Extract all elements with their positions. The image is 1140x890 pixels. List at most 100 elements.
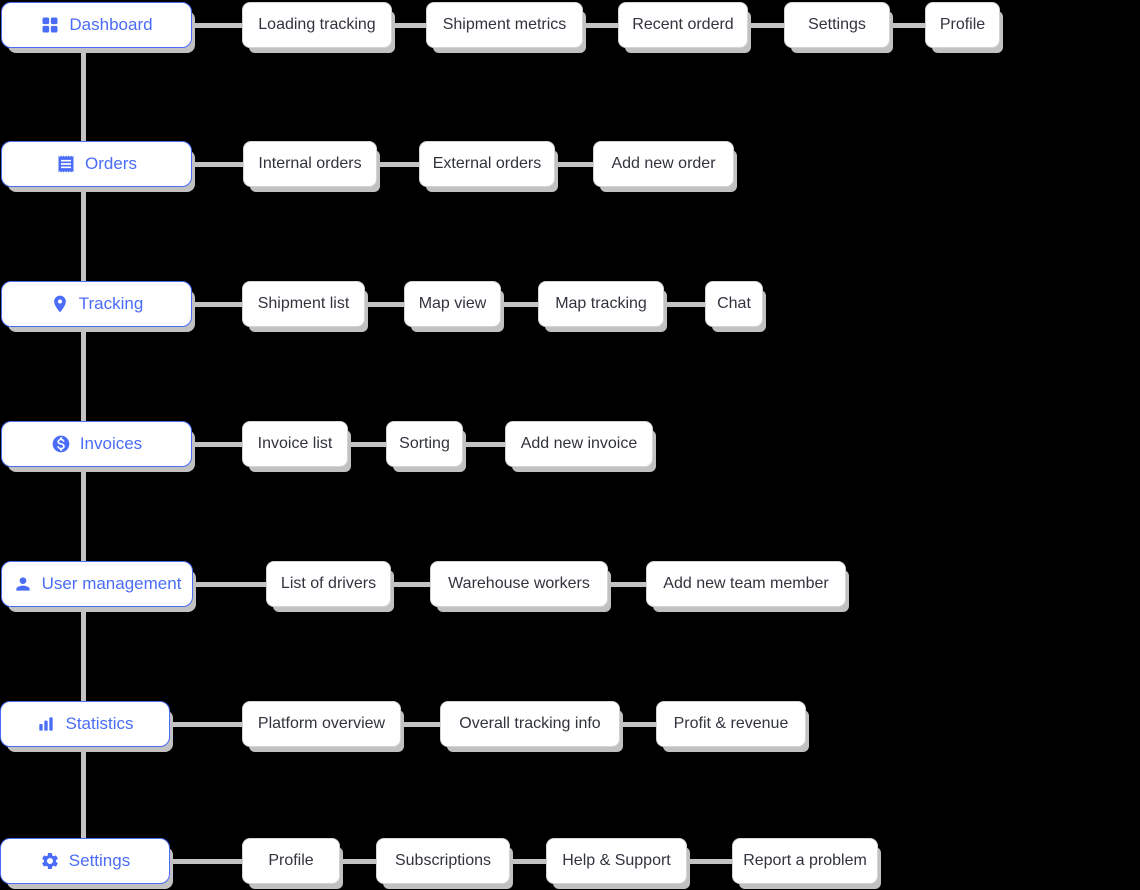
node-add-new-team-member[interactable]: Add new team member xyxy=(646,561,846,607)
node-map-view[interactable]: Map view xyxy=(404,281,501,327)
connector-vertical xyxy=(81,327,86,421)
receipt-icon xyxy=(58,155,74,173)
node-label: Warehouse workers xyxy=(448,575,590,592)
node-sorting[interactable]: Sorting xyxy=(386,421,463,467)
node-warehouse-workers[interactable]: Warehouse workers xyxy=(430,561,608,607)
node-label: Internal orders xyxy=(258,155,362,172)
gear-icon xyxy=(41,853,58,869)
connector-horizontal xyxy=(192,302,242,307)
node-label: Sorting xyxy=(399,435,450,452)
dollar-circle-icon xyxy=(52,435,70,453)
node-add-new-invoice[interactable]: Add new invoice xyxy=(505,421,653,467)
connector-horizontal xyxy=(510,859,546,864)
node-subscriptions[interactable]: Subscriptions xyxy=(376,838,510,884)
node-report-a-problem[interactable]: Report a problem xyxy=(732,838,878,884)
nav-node-dashboard[interactable]: Dashboard xyxy=(1,2,192,48)
node-label: Invoice list xyxy=(257,435,333,452)
node-profile-settings[interactable]: Profile xyxy=(242,838,340,884)
connector-vertical xyxy=(81,467,86,561)
node-label: Platform overview xyxy=(257,715,386,732)
connector-horizontal xyxy=(170,722,242,727)
connector-horizontal xyxy=(365,302,404,307)
node-loading-tracking[interactable]: Loading tracking xyxy=(242,2,392,48)
node-label: Profit & revenue xyxy=(673,715,789,732)
connector-horizontal xyxy=(608,582,646,587)
node-label: Add new invoice xyxy=(520,435,638,452)
connector-horizontal xyxy=(401,722,440,727)
connector-horizontal xyxy=(583,23,618,28)
connector-horizontal xyxy=(192,442,242,447)
node-label: Chat xyxy=(717,295,751,312)
node-label: List of drivers xyxy=(280,575,377,592)
nav-node-invoices[interactable]: Invoices xyxy=(1,421,192,467)
node-label: Subscriptions xyxy=(394,852,492,869)
connector-horizontal xyxy=(348,442,386,447)
node-shipment-metrics[interactable]: Shipment metrics xyxy=(426,2,583,48)
node-label: Loading tracking xyxy=(258,16,376,33)
nav-node-label: User management xyxy=(41,574,182,593)
nav-node-label: Dashboard xyxy=(69,15,153,34)
nav-node-settings[interactable]: Settings xyxy=(0,838,170,884)
node-label: Help & Support xyxy=(562,852,671,869)
node-invoice-list[interactable]: Invoice list xyxy=(242,421,348,467)
nav-node-tracking[interactable]: Tracking xyxy=(1,281,192,327)
connector-horizontal xyxy=(463,442,505,447)
connector-horizontal xyxy=(664,302,705,307)
connector-horizontal xyxy=(192,23,242,28)
node-list-of-drivers[interactable]: List of drivers xyxy=(266,561,391,607)
node-add-new-order[interactable]: Add new order xyxy=(593,141,734,187)
node-label: Map tracking xyxy=(555,295,647,312)
connector-horizontal xyxy=(392,23,426,28)
nav-node-user-management[interactable]: User management xyxy=(1,561,193,607)
node-label: Profile xyxy=(939,16,986,33)
nav-node-statistics[interactable]: Statistics xyxy=(0,701,170,747)
connector-horizontal xyxy=(748,23,784,28)
node-label: Report a problem xyxy=(743,852,867,869)
connector-horizontal xyxy=(193,582,266,587)
node-profit-revenue[interactable]: Profit & revenue xyxy=(656,701,806,747)
node-overall-tracking-info[interactable]: Overall tracking info xyxy=(440,701,620,747)
node-label: Shipment list xyxy=(257,295,350,312)
connector-horizontal xyxy=(377,162,419,167)
dashboard-grid-icon xyxy=(42,17,58,33)
connector-horizontal xyxy=(555,162,593,167)
node-label: Profile xyxy=(268,852,314,869)
node-recent-orderd[interactable]: Recent orderd xyxy=(618,2,748,48)
person-icon xyxy=(15,577,30,591)
nav-node-label: Invoices xyxy=(79,434,143,453)
node-label: Shipment metrics xyxy=(442,16,567,33)
node-settings-child[interactable]: Settings xyxy=(784,2,890,48)
connector-vertical xyxy=(81,747,86,838)
connector-horizontal xyxy=(687,859,732,864)
node-profile-child[interactable]: Profile xyxy=(925,2,1000,48)
connector-horizontal xyxy=(620,722,656,727)
nav-node-label: Settings xyxy=(68,851,131,870)
node-map-tracking[interactable]: Map tracking xyxy=(538,281,664,327)
node-external-orders[interactable]: External orders xyxy=(419,141,555,187)
nav-node-label: Statistics xyxy=(65,714,134,733)
connector-horizontal xyxy=(170,859,242,864)
connector-horizontal xyxy=(501,302,538,307)
node-chat[interactable]: Chat xyxy=(705,281,763,327)
nav-node-orders[interactable]: Orders xyxy=(1,141,192,187)
node-label: Add new team member xyxy=(663,575,829,592)
node-label: External orders xyxy=(432,155,542,172)
node-label: Settings xyxy=(808,16,866,33)
node-label: Overall tracking info xyxy=(459,715,601,732)
connector-horizontal xyxy=(890,23,925,28)
node-internal-orders[interactable]: Internal orders xyxy=(243,141,377,187)
node-label: Map view xyxy=(418,295,487,312)
nav-node-label: Orders xyxy=(85,154,137,173)
nav-node-label: Tracking xyxy=(78,294,144,313)
node-platform-overview[interactable]: Platform overview xyxy=(242,701,401,747)
node-shipment-list[interactable]: Shipment list xyxy=(242,281,365,327)
map-pin-icon xyxy=(53,295,66,313)
bar-chart-icon xyxy=(39,717,54,731)
connector-vertical xyxy=(81,187,86,281)
node-label: Add new order xyxy=(611,155,716,172)
node-label: Recent orderd xyxy=(632,16,734,33)
connector-vertical xyxy=(81,607,86,701)
node-help-support[interactable]: Help & Support xyxy=(546,838,687,884)
connector-horizontal xyxy=(340,859,376,864)
